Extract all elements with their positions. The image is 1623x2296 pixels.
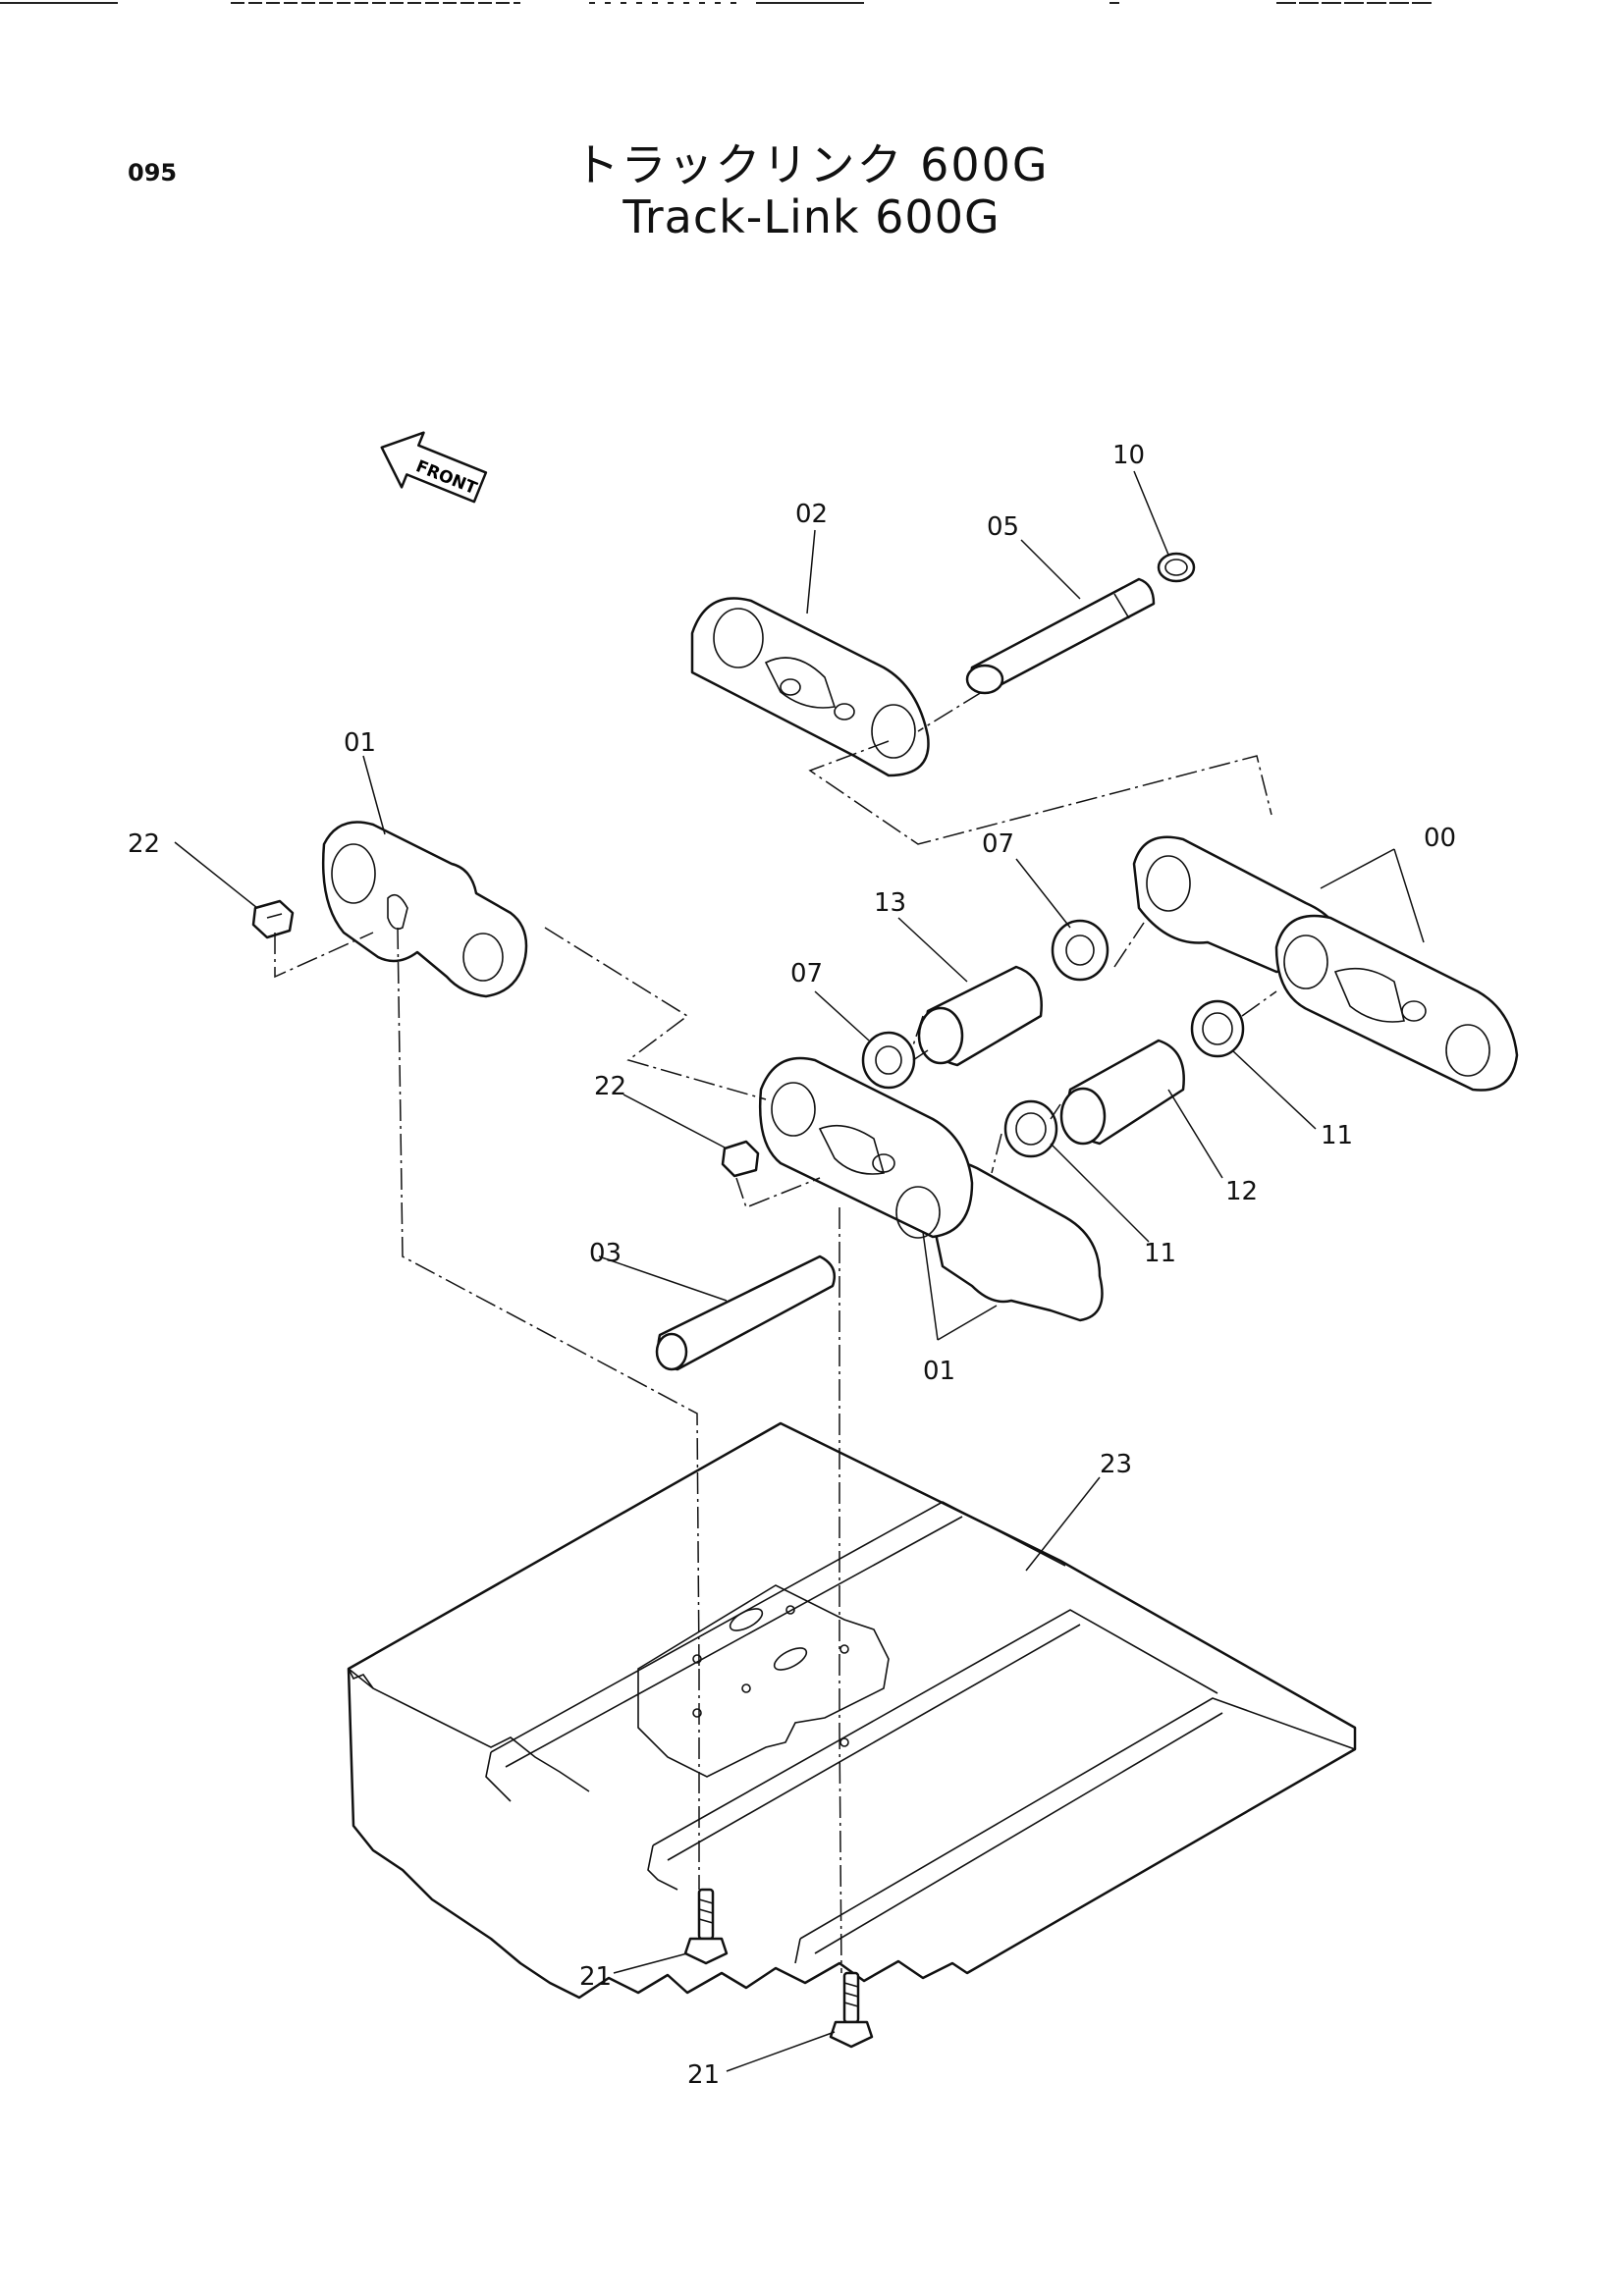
callout-21-left: 21 [579, 1962, 612, 1992]
callout-01-lower: 01 [923, 1357, 955, 1386]
callout-07-upper: 07 [982, 829, 1014, 859]
track-link-01-lower [758, 1056, 1104, 1322]
assembly-guide-lines [274, 691, 1277, 1974]
snap-ring-10 [1157, 552, 1196, 583]
bushing-13 [917, 965, 1043, 1067]
page-title-english: Track-Link 600G [622, 190, 1001, 243]
callout-01-upper: 01 [344, 728, 376, 758]
callout-02: 02 [795, 500, 828, 529]
front-arrow-icon: FRONT [380, 431, 488, 504]
page-number: 095 [128, 159, 178, 187]
seal-07-lower [861, 1031, 916, 1090]
callout-11-right: 11 [1321, 1121, 1353, 1150]
bushing-12 [1059, 1039, 1185, 1146]
callout-03: 03 [589, 1239, 622, 1268]
callout-21-right: 21 [687, 2060, 720, 2090]
callout-05: 05 [987, 512, 1019, 542]
top-edge-marks [0, 2, 1434, 4]
callout-00: 00 [1424, 824, 1456, 853]
callout-13: 13 [874, 888, 906, 918]
callout-23: 23 [1100, 1450, 1132, 1479]
seal-11-right [1190, 999, 1245, 1058]
nut-22-lower [721, 1140, 760, 1178]
callout-07-lower: 07 [790, 959, 823, 988]
pin-05 [965, 577, 1156, 695]
nut-22-upper [251, 899, 295, 939]
page-title-japanese: トラックリンク 600G [573, 138, 1050, 191]
bolt-21-right [829, 1971, 874, 2049]
track-link-01-upper [321, 821, 528, 998]
seal-07-upper [1051, 919, 1109, 982]
callout-10: 10 [1112, 441, 1145, 470]
track-link-00-front [1274, 914, 1519, 1092]
track-link-02 [690, 597, 930, 777]
bolt-21-left [683, 1888, 729, 1965]
seal-11-left [1003, 1099, 1058, 1158]
callout-22-lower: 22 [594, 1072, 626, 1101]
pin-03 [655, 1255, 837, 1371]
callout-11-left: 11 [1144, 1239, 1176, 1268]
track-shoe-assembly [347, 1421, 1357, 2000]
callout-leaders [174, 470, 1425, 2072]
callout-12: 12 [1225, 1177, 1258, 1206]
callout-22-upper: 22 [128, 829, 160, 859]
